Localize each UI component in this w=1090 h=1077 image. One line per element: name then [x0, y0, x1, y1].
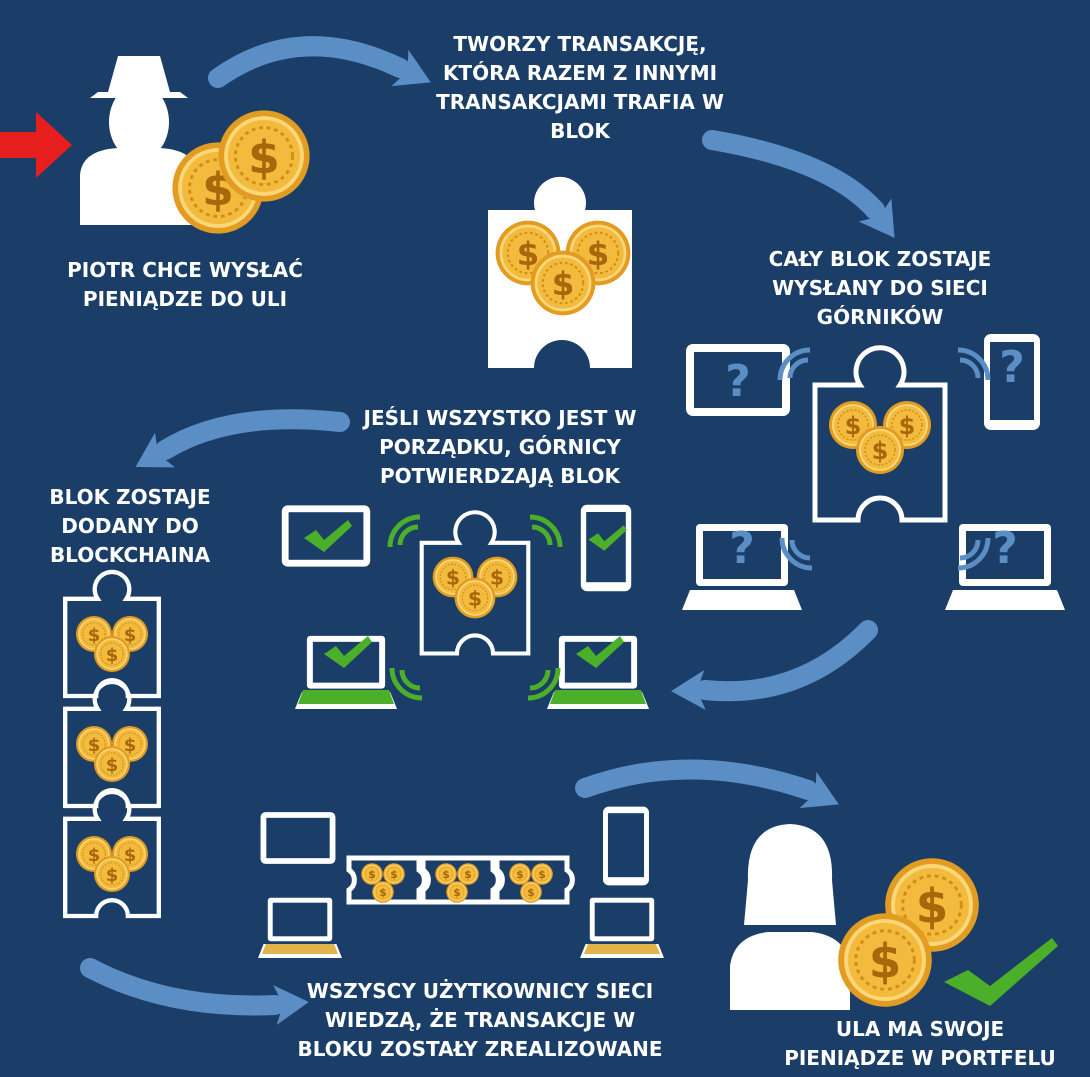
- wifi-signal-icon: [777, 347, 991, 571]
- step-broadcast-label: CAŁY BLOK ZOSTAJE WYSŁANY DO SIECI GÓRNI…: [768, 247, 992, 329]
- keyboard-keys: [298, 690, 646, 704]
- step-piotr-label: PIOTR CHCE WYSŁAĆ PIENIĄDZE DO ULI: [67, 258, 303, 311]
- flow-arrows: [80, 36, 885, 1016]
- question-icon: ?: [999, 342, 1025, 393]
- blockchain-stack: [65, 572, 159, 916]
- step-create-block-label: TWORZY TRANSAKCJĘ, KTÓRA RAZEM Z INNYMI …: [436, 32, 724, 143]
- piotr-person-icon: [80, 56, 198, 225]
- question-icon: ?: [729, 523, 755, 574]
- step-confirm-label: JEŚLI WSZYSTKO JEST W PORZĄDKU, GÓRNICY …: [363, 406, 637, 488]
- confirming-miners: [281, 504, 649, 709]
- step-everyone-label: WSZYSCY UŻYTKOWNICY SIECI WIEDZĄ, ŻE TRA…: [297, 979, 663, 1061]
- piotr-coins-icon: [170, 108, 312, 236]
- keyboard-keys: [262, 944, 660, 954]
- wifi-signal-icon: [387, 514, 563, 701]
- step-added-label: BLOK ZOSTAJE DODANY DO BLOCKCHAINA: [49, 485, 211, 567]
- question-icon: ?: [992, 523, 1018, 574]
- step-ula-label: ULA MA SWOJE PIENIĄDZE W PORTFELU: [784, 1017, 1056, 1070]
- transaction-block-icon: [488, 176, 632, 368]
- pointer-arrow: [0, 112, 72, 178]
- ula-person-icon: [730, 824, 850, 1010]
- success-check-icon: [944, 938, 1058, 1006]
- question-icon: ?: [725, 356, 751, 407]
- users-network: [258, 806, 664, 958]
- miners-network: ? ? ? ?: [682, 334, 1065, 610]
